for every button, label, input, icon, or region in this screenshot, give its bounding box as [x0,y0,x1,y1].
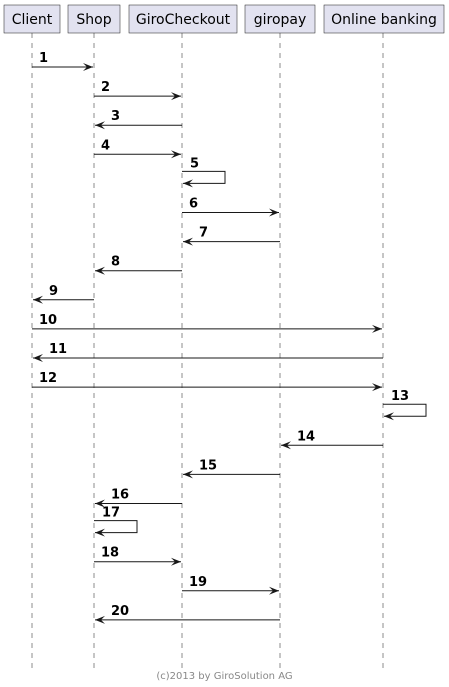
message-label: 11 [49,342,67,357]
participant-label: Shop [76,12,111,28]
message-19: 19 [182,575,279,595]
participant-client: Client [3,4,61,34]
arrow-head [183,237,193,246]
arrow-head [95,528,105,537]
message-label: 15 [199,458,217,473]
message-9: 9 [33,284,94,304]
message-label: 9 [49,284,58,299]
participant-banking: Online banking [323,4,445,34]
message-18: 18 [94,546,181,566]
arrow-head [171,92,181,101]
arrow-head [372,324,382,333]
message-label: 14 [297,429,315,444]
message-label: 6 [189,197,198,212]
arrow-head [95,121,105,130]
arrow-head [83,63,93,71]
message-label: 8 [111,255,120,270]
arrow-head [33,295,43,304]
message-13: 13 [383,389,427,421]
participant-box [128,4,238,34]
arrow-head [183,470,193,479]
participant-box [323,4,445,34]
message-16: 16 [95,488,182,508]
arrow-head [384,412,394,421]
message-label: 7 [199,226,208,241]
message-20: 20 [95,604,280,624]
message-label: 18 [101,546,119,561]
message-label: 16 [111,488,129,503]
participant-label: Client [12,12,53,28]
participant-label: giropay [254,12,307,28]
message-7: 7 [183,226,280,246]
message-label: 13 [391,389,409,404]
message-4: 4 [94,138,181,159]
arrow-head [33,354,43,362]
participant-giropay: giropay [244,4,316,34]
participant-box [67,4,121,34]
participant-box [3,4,61,34]
lifelines [31,33,384,672]
message-17: 17 [94,506,138,537]
message-label: 20 [111,604,129,619]
participant-label: Online banking [331,12,437,28]
message-11: 11 [33,342,383,362]
participant-box [244,4,316,34]
message-label: 19 [189,575,207,590]
arrow-head [269,586,279,595]
message-3: 3 [95,109,182,130]
message-line [383,403,427,417]
footer-copyright: (c)2013 by GiroSolution AG [156,671,292,682]
arrow-head [372,383,382,392]
message-14: 14 [281,429,383,450]
arrow-head [281,441,291,450]
message-15: 15 [183,458,280,479]
message-line [94,520,138,534]
message-label: 5 [190,156,199,171]
message-10: 10 [32,313,382,333]
message-5: 5 [182,156,226,188]
participants: Client Shop GiroCheckout giropay Online bank… [3,4,445,34]
message-label: 4 [101,138,110,153]
arrow-head [95,499,105,508]
message-label: 12 [39,371,57,386]
message-1: 1 [32,51,93,71]
participant-girocheckout: GiroCheckout [128,4,238,34]
arrow-head [171,150,181,159]
arrow-head [95,615,105,624]
message-label: 2 [101,80,110,95]
participant-label: GiroCheckout [136,12,231,28]
arrow-head [95,266,105,275]
message-6: 6 [182,197,279,217]
participant-shop: Shop [67,4,121,34]
arrow-head [183,179,193,188]
message-label: 10 [39,313,57,328]
message-8: 8 [95,255,182,275]
arrow-head [269,208,279,217]
message-2: 2 [94,80,181,101]
arrow-head [171,557,181,566]
message-label: 3 [111,109,120,124]
message-label: 17 [102,506,120,521]
message-label: 1 [39,51,48,66]
message-line [182,170,226,184]
message-12: 12 [32,371,382,392]
